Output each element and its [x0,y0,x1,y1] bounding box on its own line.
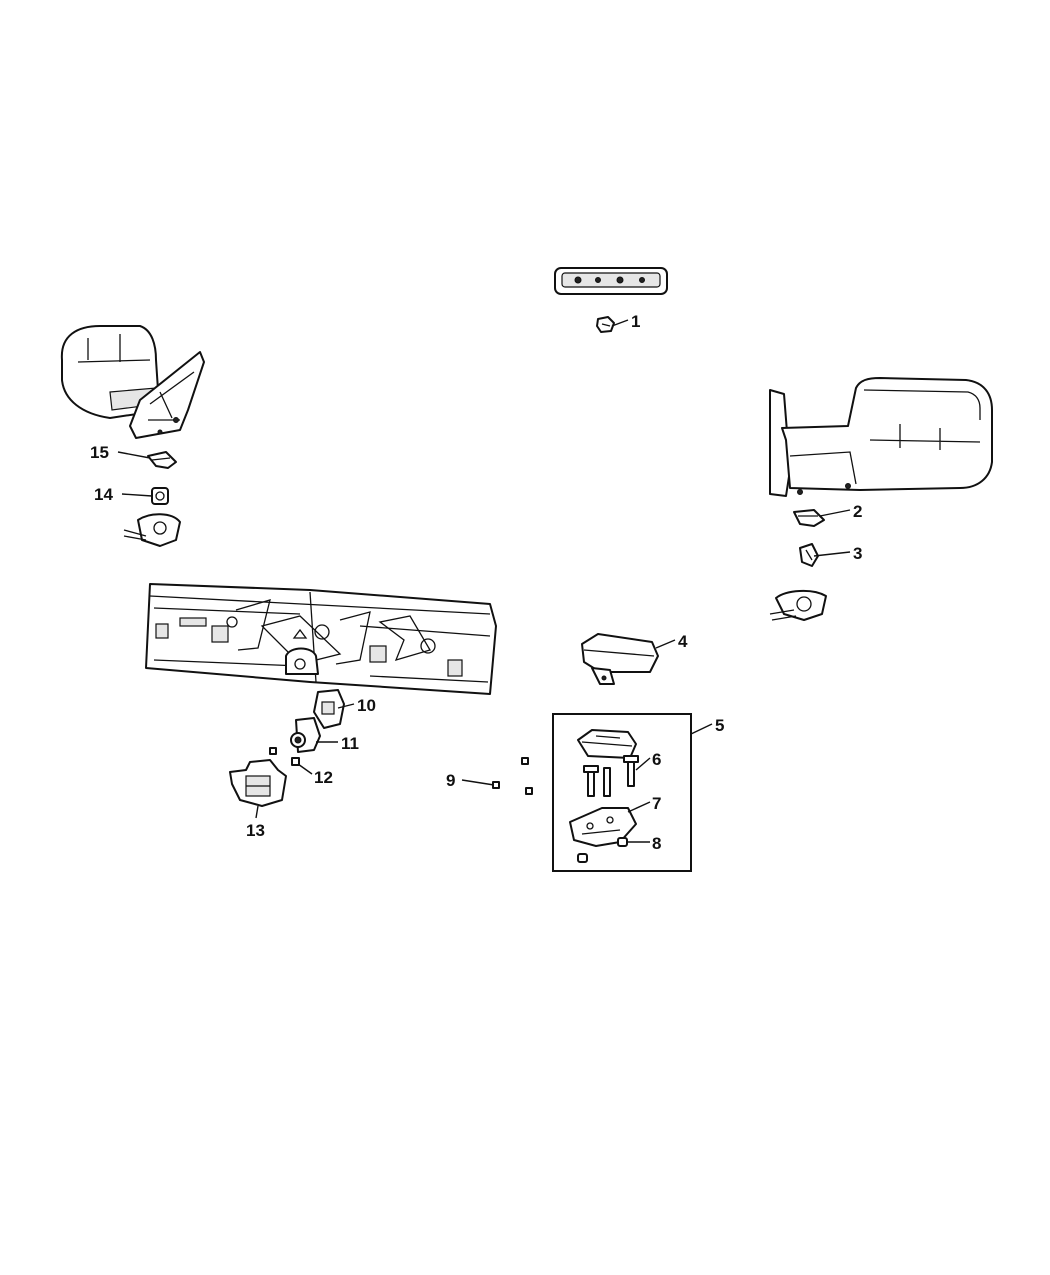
part-2-clip [793,509,825,527]
callout-5: 5 [715,716,724,735]
part-14-nut [151,487,169,505]
callout-1: 1 [631,312,640,331]
callout-4: 4 [678,632,688,651]
part-1-connector [596,316,615,333]
callout-14: 14 [94,485,113,504]
callout-2: 2 [853,502,862,521]
part-12-screw [269,747,300,766]
part-15-clip [147,451,177,469]
callout-13: 13 [246,821,265,840]
callout-12: 12 [314,768,333,787]
callout-8: 8 [652,834,661,853]
part-8-nut [577,837,628,863]
left-mirror-motor [123,513,181,547]
part-6-bolts [583,755,639,797]
part-11-camera [290,717,321,753]
callout-7: 7 [652,794,661,813]
leader-lines [117,319,851,843]
right-mirror-motor [769,590,827,621]
part-3-clip [799,543,819,567]
part-9-fastener [492,757,533,795]
callout-labels: 1 2 3 4 5 6 7 8 9 10 11 12 13 14 15 [90,312,862,853]
part-10-bracket [313,689,345,729]
callout-3: 3 [853,544,862,563]
part-13-housing [229,759,287,807]
left-mirror-assembly [60,325,205,439]
kit-module [577,729,637,759]
chmsl-lamp [554,267,668,295]
tailgate-panel [145,583,497,695]
part-4-module [581,633,659,685]
callout-15: 15 [90,443,109,462]
part-7-bracket [569,807,637,847]
callout-9: 9 [446,771,455,790]
callout-6: 6 [652,750,661,769]
callout-10: 10 [357,696,376,715]
right-mirror-assembly [769,377,993,497]
callout-11: 11 [341,734,359,753]
part-5-kit-frame [552,713,692,872]
